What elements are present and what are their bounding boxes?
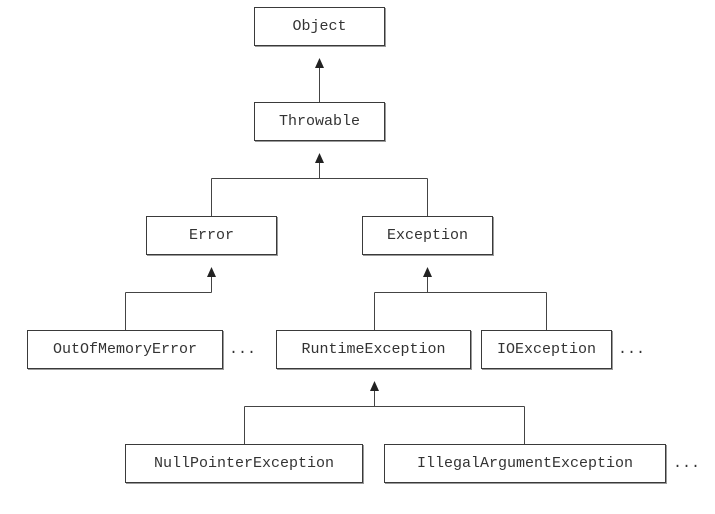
node-out-of-memory-error: OutOfMemoryError: [27, 330, 223, 369]
node-throwable: Throwable: [254, 102, 385, 141]
arrowhead-throwable: [315, 153, 324, 163]
node-error: Error: [146, 216, 277, 255]
node-null-pointer-exception: NullPointerException: [125, 444, 363, 483]
arrowhead-exception: [423, 267, 432, 277]
arrowhead-runtime: [370, 381, 379, 391]
arrowhead-error: [207, 267, 216, 277]
node-io-exception: IOException: [481, 330, 612, 369]
ellipsis-after-illegal-argument-exception: ...: [673, 455, 701, 472]
node-exception: Exception: [362, 216, 493, 255]
ellipsis-after-out-of-memory-error: ...: [229, 341, 257, 358]
node-runtime-exception: RuntimeException: [276, 330, 471, 369]
ellipsis-after-io-exception: ...: [618, 341, 646, 358]
node-illegal-argument-exception: IllegalArgumentException: [384, 444, 666, 483]
node-object: Object: [254, 7, 385, 46]
arrowhead-object: [315, 58, 324, 68]
